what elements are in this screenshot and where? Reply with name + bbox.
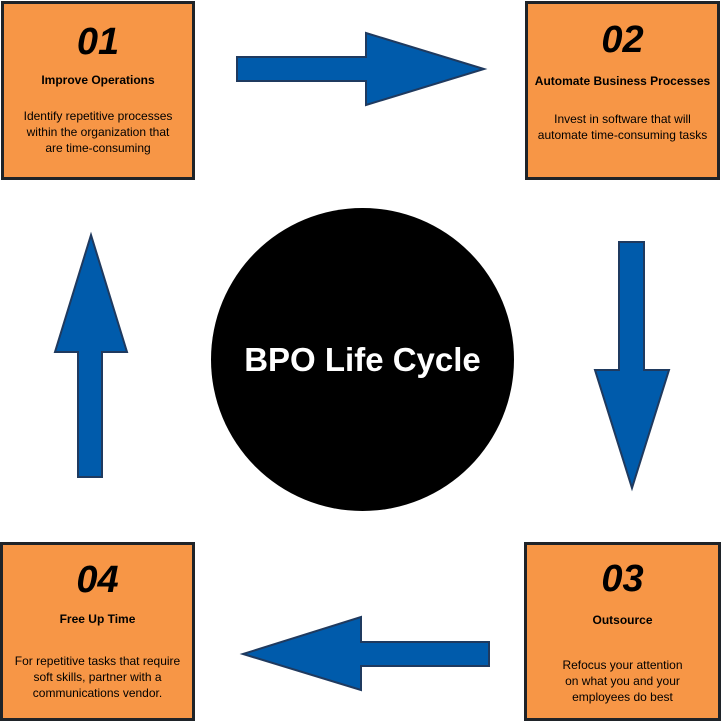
description-line: employees do best: [572, 690, 673, 704]
step-description: For repetitive tasks that require soft s…: [6, 653, 189, 701]
step-title: Automate Business Processes: [534, 74, 711, 88]
arrow-left-03-to-04: [239, 615, 490, 692]
description-line: Identify repetitive processes: [23, 109, 173, 123]
description-line: Refocus your attention: [562, 658, 683, 672]
step-number: 03: [601, 558, 644, 600]
step-box-04: 04 Free Up Time For repetitive tasks tha…: [0, 542, 195, 721]
center-circle: BPO Life Cycle: [211, 208, 514, 511]
arrow-right-01-to-02: [236, 31, 488, 107]
description-line: are time-consuming: [45, 141, 151, 155]
step-title: Outsource: [592, 613, 653, 627]
description-line: communications vendor.: [32, 686, 163, 700]
arrow-up-04-to-01: [53, 231, 129, 478]
step-number: 01: [76, 21, 120, 63]
description-line: Invest in software that will: [554, 112, 691, 126]
step-number: 02: [601, 19, 644, 61]
step-box-01: 01 Improve Operations Identify repetitiv…: [1, 1, 195, 180]
step-box-02: 02 Automate Business Processes Invest in…: [525, 1, 720, 180]
step-box-03: 03 Outsource Refocus your attention on w…: [524, 542, 721, 721]
center-title: BPO Life Cycle: [244, 340, 481, 378]
step-description: Identify repetitive processes within the…: [8, 108, 188, 156]
arrow-down-02-to-03: [593, 241, 671, 492]
step-description: Invest in software that will automate ti…: [532, 111, 713, 143]
step-number: 04: [76, 559, 119, 601]
step-title: Improve Operations: [41, 73, 155, 87]
description-line: within the organization that: [26, 125, 170, 139]
description-line: For repetitive tasks that require: [14, 654, 181, 668]
step-description: Refocus your attention on what you and y…: [531, 657, 714, 705]
description-line: on what you and your: [565, 674, 680, 688]
description-line: automate time-consuming tasks: [537, 128, 708, 142]
description-line: soft skills, partner with a: [33, 670, 162, 684]
step-title: Free Up Time: [59, 612, 136, 626]
